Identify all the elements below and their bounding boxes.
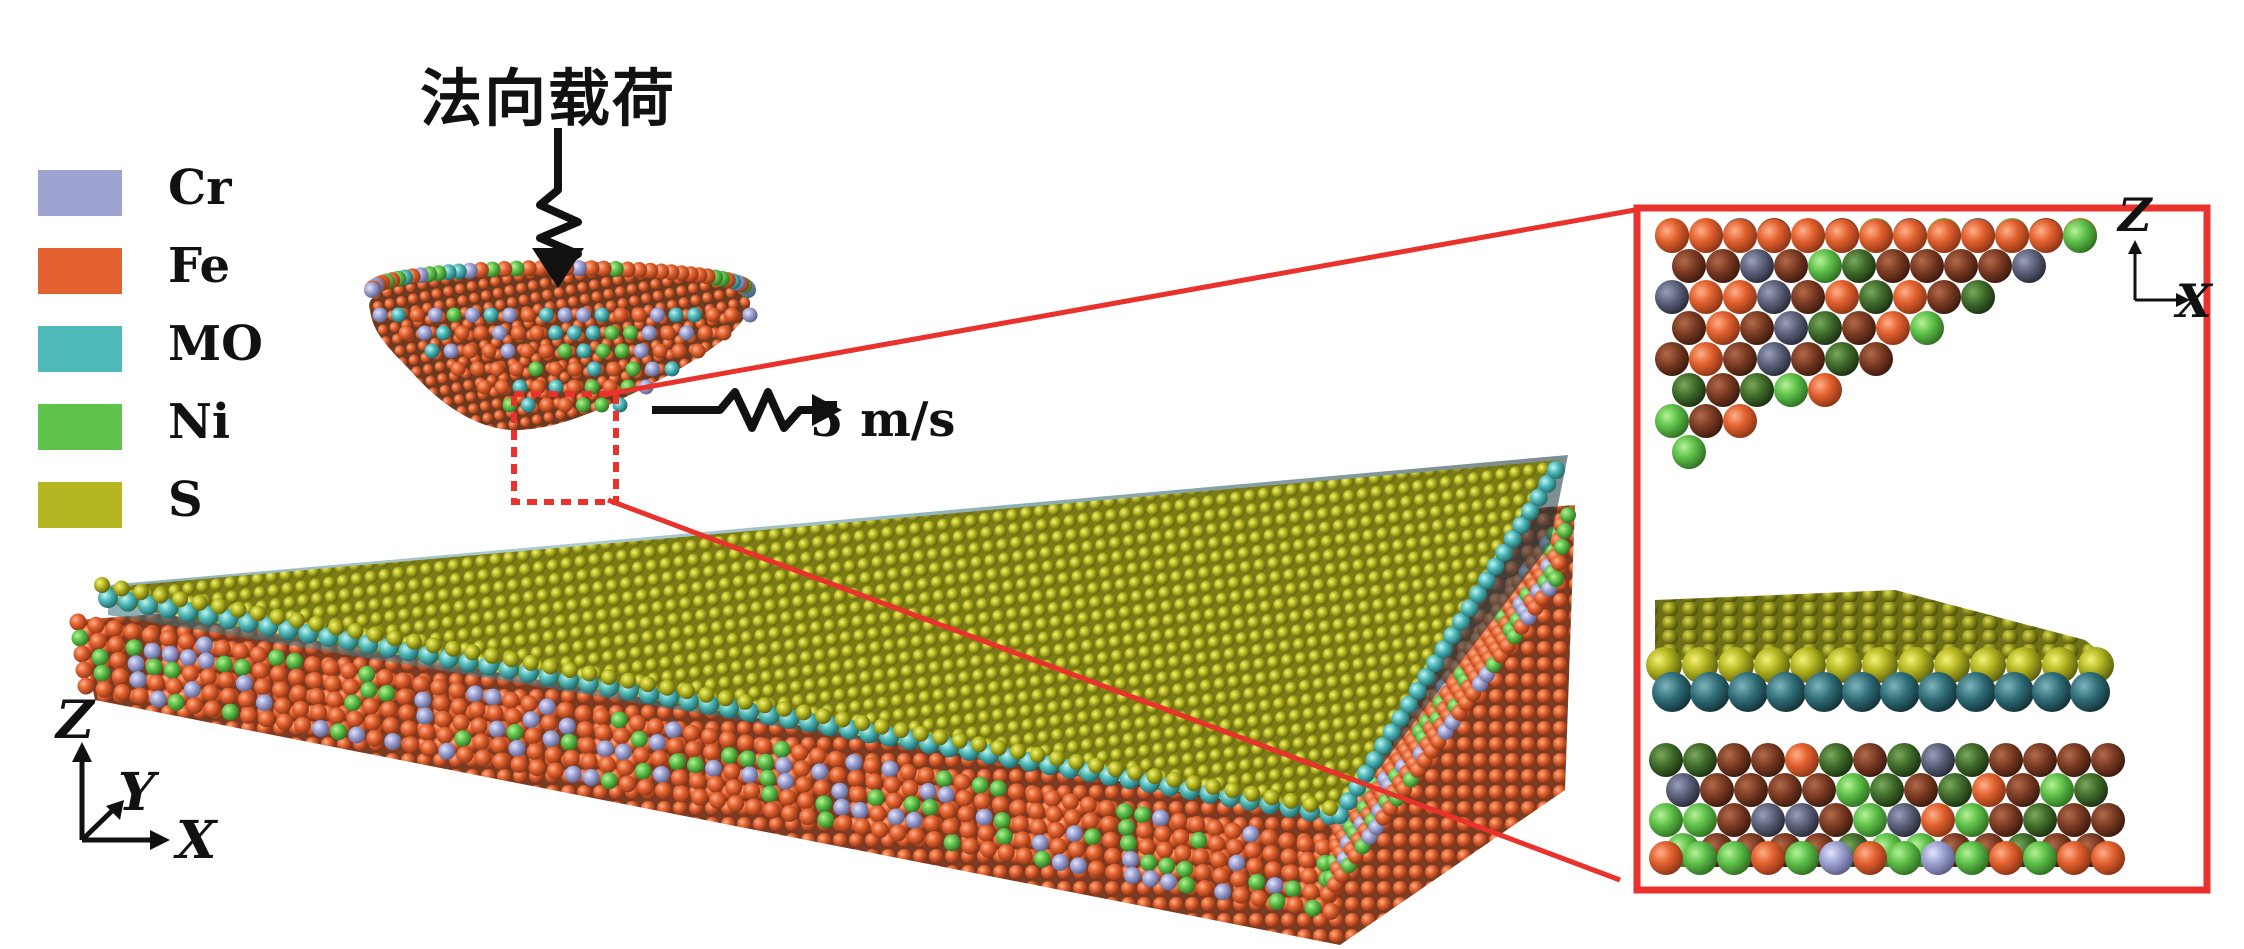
inset-x-axis-head	[2176, 293, 2190, 307]
sliding-velocity-label: 5 m/s	[810, 392, 956, 448]
inset-layer-atoms	[1646, 647, 2125, 875]
load-arrow-shaft	[536, 128, 582, 272]
inset-axis-triad	[2128, 240, 2190, 307]
mos2-top-surface	[100, 460, 1560, 820]
legend-swatch-mo	[38, 326, 122, 372]
velocity-arrow-head	[812, 394, 842, 426]
zoom-selection-box	[511, 391, 619, 505]
main-y-axis-head	[106, 800, 124, 820]
main-axis-z-label: Z	[56, 690, 94, 751]
legend-swatch-ni	[38, 404, 122, 450]
inset-s-top-surface	[1655, 590, 2110, 660]
legend-label-mo: MO	[168, 316, 263, 372]
legend-label-cr: Cr	[168, 160, 232, 216]
velocity-arrow	[652, 388, 842, 432]
inset-z-axis-head	[2128, 240, 2142, 254]
legend-label-s: S	[168, 472, 203, 528]
main-z-axis-head	[72, 742, 92, 762]
substrate-layers	[69, 455, 1576, 945]
inset-axis-x-label: X	[2176, 274, 2212, 328]
zoom-line-top	[607, 207, 1636, 397]
legend-swatch-s	[38, 482, 122, 528]
load-arrow-head	[532, 248, 584, 288]
velocity-arrow-shaft	[652, 388, 818, 432]
inset-tip-view	[1655, 218, 2097, 469]
legend-swatch-fe	[38, 248, 122, 294]
substrate-atoms	[69, 507, 1576, 920]
main-axis-triad	[72, 742, 170, 850]
inset-layer-view	[1646, 590, 2125, 875]
legend-label-ni: Ni	[168, 394, 231, 450]
inset-axis-z-label: Z	[2118, 188, 2152, 242]
tip-atoms	[364, 260, 758, 413]
load-arrow	[532, 128, 584, 288]
mo-edge-atoms	[94, 461, 1565, 825]
zoom-line-bottom	[607, 497, 1621, 883]
tip-particle	[364, 260, 758, 431]
main-axis-y-label: Y	[118, 762, 156, 823]
legend-swatch-cr	[38, 170, 122, 216]
normal-load-label: 法向载荷	[420, 62, 677, 135]
inset-tip-atoms	[1655, 218, 2097, 469]
main-x-axis-head	[150, 830, 170, 850]
main-y-axis-line	[80, 806, 117, 842]
main-axis-x-label: X	[176, 810, 217, 871]
legend-label-fe: Fe	[168, 238, 230, 294]
